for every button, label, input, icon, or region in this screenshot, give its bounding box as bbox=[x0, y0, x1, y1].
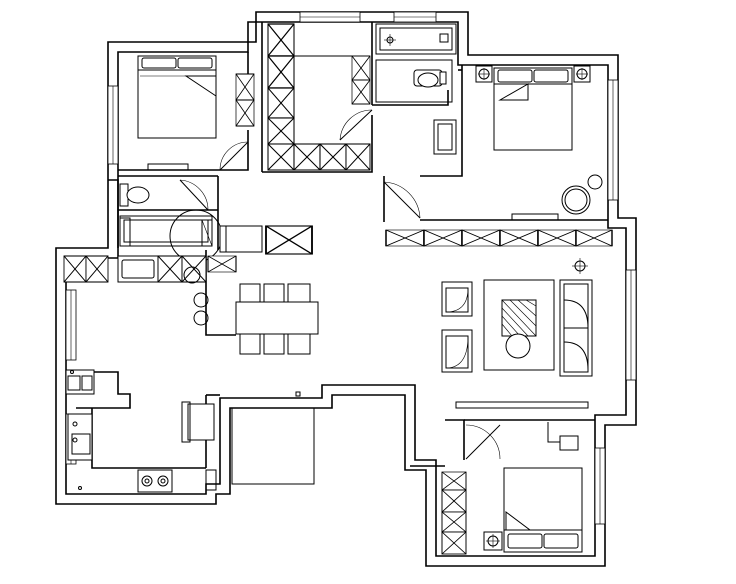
coffee-table bbox=[483, 279, 555, 371]
lamp-icon bbox=[475, 65, 493, 83]
bedroom-northeast bbox=[475, 65, 603, 221]
stove-icon bbox=[137, 469, 173, 493]
cabinet-cross-icon bbox=[267, 23, 371, 171]
lamp-icon bbox=[572, 258, 588, 274]
interior-walls bbox=[76, 22, 608, 469]
bed-icon bbox=[503, 467, 583, 553]
fridge-icon bbox=[181, 401, 215, 443]
armchair bbox=[441, 281, 473, 317]
living-room bbox=[385, 229, 613, 409]
lamp-icon bbox=[573, 65, 591, 83]
wardrobe-nw bbox=[235, 73, 255, 127]
toilet-icon bbox=[413, 69, 447, 88]
wardrobe-se bbox=[441, 471, 467, 555]
bathroom-west bbox=[119, 183, 223, 263]
dining-area bbox=[193, 283, 319, 355]
sink-icon bbox=[65, 369, 95, 395]
bathroom-north bbox=[375, 23, 457, 155]
lamp-icon bbox=[483, 531, 503, 551]
study-wardrobe-room bbox=[267, 23, 373, 171]
armchair bbox=[441, 329, 473, 373]
kitchen bbox=[63, 225, 315, 493]
tv-cabinet bbox=[385, 229, 613, 247]
bed-icon bbox=[493, 67, 573, 151]
shower-head-icon bbox=[384, 34, 396, 46]
outer-walls bbox=[55, 11, 637, 567]
door-swing-icon bbox=[179, 179, 501, 460]
bedroom-southeast bbox=[441, 422, 583, 555]
toilet-icon bbox=[119, 183, 150, 207]
bed-icon bbox=[137, 55, 217, 139]
sink-icon bbox=[67, 413, 93, 461]
bedroom-northwest bbox=[137, 55, 255, 171]
sofa-icon bbox=[559, 279, 593, 377]
